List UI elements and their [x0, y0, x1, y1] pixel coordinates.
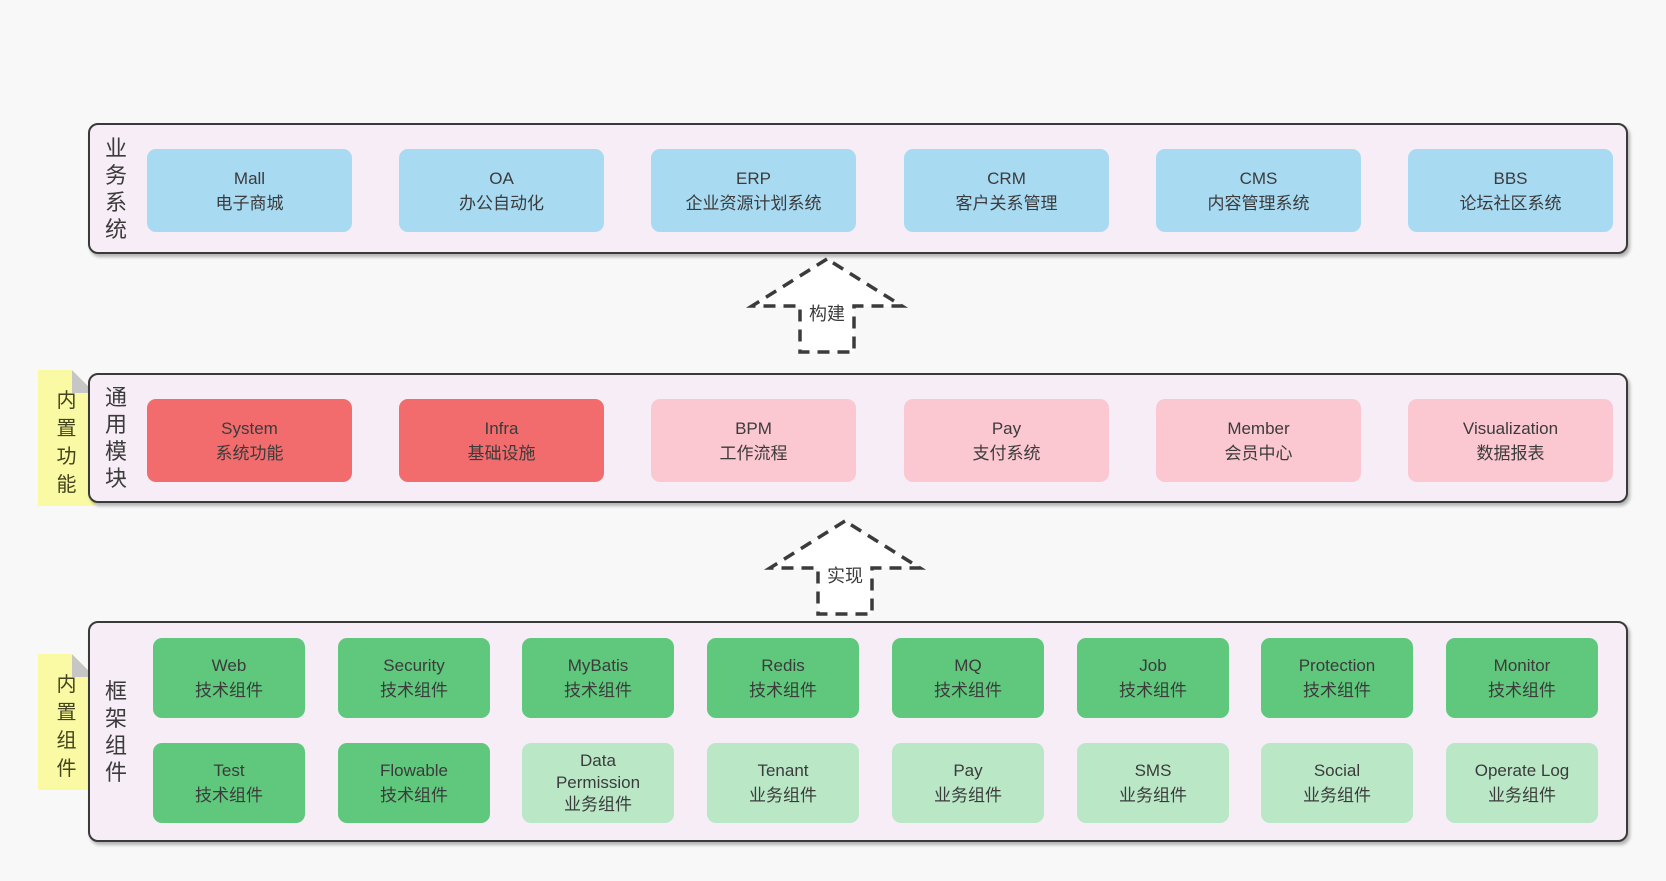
node-subtitle: 企业资源计划系统	[685, 193, 822, 213]
node-subtitle: 业务组件	[749, 786, 817, 805]
node-subtitle: 技术组件	[195, 786, 263, 805]
node-title: Flowable	[379, 761, 449, 780]
node-subtitle: 业务组件	[1488, 786, 1556, 805]
node-title: ERP	[736, 168, 771, 188]
node-title: Social	[1313, 761, 1361, 780]
node-subtitle: 技术组件	[380, 681, 448, 700]
node-security: Security 技术组件	[338, 638, 490, 718]
node-subtitle: 内容管理系统	[1207, 193, 1310, 213]
node-subtitle: 论坛社区系统	[1459, 193, 1562, 213]
node-title: Monitor	[1493, 656, 1551, 675]
node-title: Pay	[953, 761, 983, 780]
node-title: Visualization	[1462, 418, 1559, 438]
node-subtitle: 办公自动化	[459, 193, 544, 213]
node-title: Job	[1139, 656, 1167, 675]
sticky-note-text: 内置功能	[56, 390, 77, 496]
node-title: Infra	[484, 418, 519, 438]
node-title: Tenant	[757, 761, 809, 780]
node-title: SMS	[1134, 761, 1172, 780]
arrow-label-build: 构建	[805, 302, 849, 326]
node-subtitle: 数据报表	[1476, 443, 1545, 463]
node-subtitle: 技术组件	[195, 681, 263, 700]
node-protection: Protection 技术组件	[1261, 638, 1413, 718]
node-subtitle: 客户关系管理	[955, 193, 1058, 213]
node-title: Security	[383, 656, 445, 675]
node-title: CRM	[987, 168, 1026, 188]
node-subtitle: 基础设施	[467, 443, 536, 463]
node-title: Web	[211, 656, 247, 675]
node-mall: Mall 电子商城	[147, 149, 352, 232]
node-visualization: Visualization 数据报表	[1408, 399, 1613, 482]
node-operate-log: Operate Log 业务组件	[1446, 743, 1598, 823]
node-member: Member 会员中心	[1156, 399, 1361, 482]
node-subtitle: 业务组件	[1119, 786, 1187, 805]
node-subtitle: 系统功能	[215, 443, 284, 463]
node-tenant: Tenant 业务组件	[707, 743, 859, 823]
band-label: 通用模块	[104, 385, 127, 491]
node-title: BPM	[735, 418, 772, 438]
node-subtitle: 业务组件	[934, 786, 1002, 805]
band-common-modules: 通用模块 System 系统功能 Infra 基础设施 BPM 工作流程 Pay…	[88, 373, 1628, 503]
node-bbs: BBS 论坛社区系统	[1408, 149, 1613, 232]
node-subtitle: 电子商城	[215, 193, 284, 213]
node-subtitle: 技术组件	[749, 681, 817, 700]
node-subtitle: 会员中心	[1224, 443, 1293, 463]
node-oa: OA 办公自动化	[399, 149, 604, 232]
sticky-note-builtin-components: 内置组件	[38, 654, 95, 790]
node-crm: CRM 客户关系管理	[904, 149, 1109, 232]
node-bpm: BPM 工作流程	[651, 399, 856, 482]
node-subtitle: 工作流程	[719, 443, 788, 463]
node-subtitle: 技术组件	[1303, 681, 1371, 700]
node-title: Pay	[991, 418, 1022, 438]
node-pay: Pay 支付系统	[904, 399, 1109, 482]
node-subtitle: 技术组件	[380, 786, 448, 805]
arrow-label-implement: 实现	[823, 564, 867, 588]
sticky-note-text: 内置组件	[56, 674, 77, 780]
node-title: Mall	[233, 168, 266, 188]
node-sms: SMS 业务组件	[1077, 743, 1229, 823]
sticky-note-builtin-features: 内置功能	[38, 370, 95, 506]
node-title: MQ	[954, 656, 982, 675]
node-title: System	[221, 418, 278, 438]
node-title: OA	[489, 168, 514, 188]
node-subtitle: 技术组件	[564, 681, 632, 700]
band-business-systems: 业务系统 Mall 电子商城 OA 办公自动化 ERP 企业资源计划系统 CRM…	[88, 123, 1628, 254]
node-data-permission: Data Permission 业务组件	[522, 743, 674, 823]
node-test: Test 技术组件	[153, 743, 305, 823]
node-job: Job 技术组件	[1077, 638, 1229, 718]
node-mybatis: MyBatis 技术组件	[522, 638, 674, 718]
band-label: 业务系统	[104, 135, 127, 242]
node-title: Test	[213, 761, 245, 780]
node-mq: MQ 技术组件	[892, 638, 1044, 718]
node-subtitle: 支付系统	[972, 443, 1041, 463]
node-subtitle: 技术组件	[1488, 681, 1556, 700]
node-web: Web 技术组件	[153, 638, 305, 718]
node-title: Redis	[761, 656, 805, 675]
node-system: System 系统功能	[147, 399, 352, 482]
node-title: MyBatis	[567, 656, 629, 675]
node-title: CMS	[1239, 168, 1278, 188]
node-subtitle: 技术组件	[1119, 681, 1187, 700]
node-subtitle: 技术组件	[934, 681, 1002, 700]
node-erp: ERP 企业资源计划系统	[651, 149, 856, 232]
band-framework-components: 框架组件 Web 技术组件 Security 技术组件 MyBatis 技术组件…	[88, 621, 1628, 842]
node-title: Protection	[1298, 656, 1376, 675]
node-subtitle: 业务组件	[1303, 786, 1371, 805]
up-arrow-icon: 构建	[742, 256, 912, 356]
node-title: Operate Log	[1474, 761, 1570, 780]
node-redis: Redis 技术组件	[707, 638, 859, 718]
node-title: BBS	[1493, 168, 1528, 188]
node-pay-component: Pay 业务组件	[892, 743, 1044, 823]
node-subtitle: 业务组件	[564, 795, 632, 814]
node-social: Social 业务组件	[1261, 743, 1413, 823]
node-infra: Infra 基础设施	[399, 399, 604, 482]
node-title: Member	[1227, 418, 1290, 438]
band-label: 框架组件	[104, 678, 127, 785]
node-flowable: Flowable 技术组件	[338, 743, 490, 823]
node-monitor: Monitor 技术组件	[1446, 638, 1598, 718]
node-cms: CMS 内容管理系统	[1156, 149, 1361, 232]
node-title: Data Permission	[555, 751, 641, 792]
up-arrow-icon: 实现	[760, 518, 930, 618]
